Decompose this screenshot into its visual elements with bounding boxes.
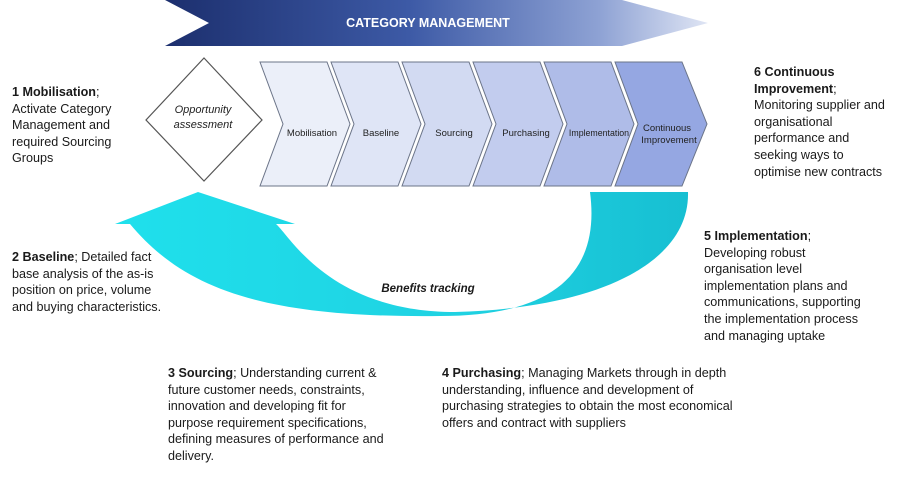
implementation-line: implementation plans and [704,278,848,293]
chevron-label-purchasing: Purchasing [502,128,550,139]
continuous-line: seeking ways to [754,147,844,162]
description-continuous-improvement: 6 Continuous Improvement; Monitoring sup… [754,64,899,180]
continuous-heading-line1: 6 Continuous [754,65,835,79]
chevron-implementation: Implementation [543,61,635,187]
continuous-line: performance and [754,131,850,146]
implementation-sep: ; [807,229,812,243]
baseline-line1-rest: ; Detailed fact [74,250,152,264]
purchasing-line: understanding, influence and development… [442,382,694,397]
purchasing-line1-rest: ; Managing Markets through in depth [521,366,727,380]
sourcing-heading: 3 Sourcing [168,366,234,380]
description-purchasing: 4 Purchasing; Managing Markets through i… [442,365,782,431]
implementation-line: organisation level [704,262,803,277]
continuous-sep: ; [833,81,837,96]
description-mobilisation: 1 Mobilisation; Activate Category Manage… [12,84,142,167]
continuous-heading-line2: Improvement [754,81,834,96]
benefits-tracking-arrow: Benefits tracking [115,192,689,317]
chevron-purchasing: Purchasing [472,61,564,187]
sourcing-line: innovation and developing fit for [168,399,346,414]
implementation-line: the implementation process [704,311,859,326]
chevron-label-continuous-line1: Continuous [643,123,691,134]
chevron-continuous-improvement: Continuous Improvement [614,61,708,187]
baseline-heading: 2 Baseline [12,250,75,264]
purchasing-heading: 4 Purchasing [442,366,522,380]
continuous-line: optimise new contracts [754,164,883,179]
sourcing-line: future customer needs, constraints, [168,382,365,397]
sourcing-line: delivery. [168,448,214,463]
mobilisation-line: Activate Category [12,101,112,116]
chevron-label-implementation: Implementation [569,128,629,138]
sourcing-line1-rest: ; Understanding current & [233,366,377,380]
mobilisation-line: required Sourcing [12,134,112,149]
description-implementation: 5 Implementation; Developing robust orga… [704,228,894,344]
mobilisation-sep: ; [95,85,100,99]
implementation-heading: 5 Implementation [704,229,808,243]
purchasing-line: offers and contract with suppliers [442,415,626,430]
chevron-label-continuous-line2: Improvement [641,135,697,146]
chevron-mobilisation: Mobilisation [259,61,351,187]
description-baseline: 2 Baseline; Detailed fact base analysis … [12,249,202,315]
benefits-tracking-label: Benefits tracking [381,283,474,295]
implementation-line: communications, supporting [704,295,861,310]
sourcing-line: purpose requirement specifications, [168,415,367,430]
description-sourcing: 3 Sourcing; Understanding current & futu… [168,365,428,465]
opportunity-label-line2: assessment [174,119,234,131]
implementation-line: Developing robust [704,245,806,260]
implementation-line: and managing uptake [704,328,826,343]
purchasing-line: purchasing strategies to obtain the most… [442,399,733,414]
baseline-line: and buying characteristics. [12,299,162,314]
baseline-line: position on price, volume [12,283,152,298]
mobilisation-heading: 1 Mobilisation [12,85,96,99]
mobilisation-line: Groups [12,151,54,166]
baseline-line: base analysis of the as-is [12,266,154,281]
banner-title: CATEGORY MANAGEMENT [346,16,510,30]
banner-arrow: CATEGORY MANAGEMENT [165,0,708,46]
chevron-label-sourcing: Sourcing [435,128,473,139]
continuous-line: Monitoring supplier and [754,98,885,113]
opportunity-assessment-diamond: Opportunity assessment [145,57,263,182]
chevron-label-baseline: Baseline [363,128,399,139]
opportunity-label-line1: Opportunity [175,104,233,116]
process-chevrons: Mobilisation Baseline Sourcing Purchasin… [259,61,708,187]
mobilisation-line: Management and [12,118,111,133]
chevron-sourcing: Sourcing [401,61,493,187]
chevron-baseline: Baseline [330,61,422,187]
sourcing-line: defining measures of performance and [168,432,384,447]
chevron-label-mobilisation: Mobilisation [287,128,337,139]
continuous-line: organisational [754,114,833,129]
